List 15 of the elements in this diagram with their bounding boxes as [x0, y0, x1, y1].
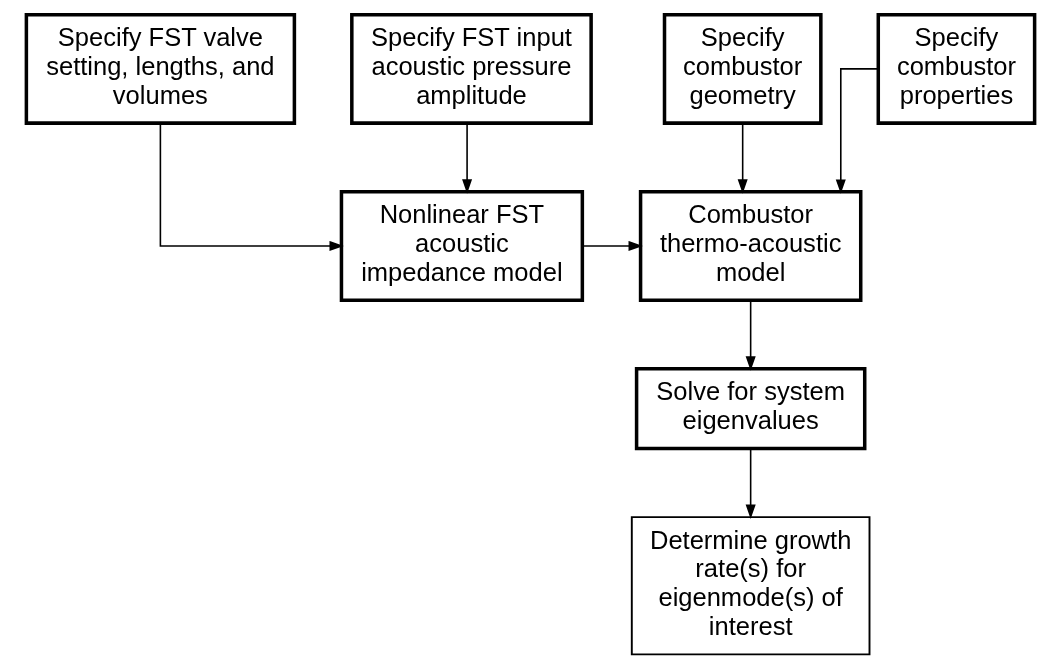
arrow — [737, 122, 748, 194]
node-box: Specify combustor geometry — [662, 12, 823, 125]
arrow — [745, 448, 756, 519]
arrow — [159, 122, 344, 251]
arrow — [745, 299, 756, 371]
node-box: Specify FST valve setting, lengths, and volumes — [24, 12, 296, 125]
node-box: Nonlinear FST acoustic impedance model — [339, 189, 584, 302]
arrow — [461, 122, 472, 194]
node-box: Specify combustor properties — [876, 12, 1036, 125]
node-box: Determine growth rate(s) for eigenmode(s) of interest — [630, 516, 870, 656]
node-box: Combustor thermo-acoustic model — [638, 189, 862, 302]
arrow — [581, 240, 643, 251]
node-box: Solve for system eigenvalues — [634, 367, 866, 451]
node-box: Specify FST input acoustic pressure amplitude — [349, 12, 593, 125]
arrow — [835, 68, 879, 194]
